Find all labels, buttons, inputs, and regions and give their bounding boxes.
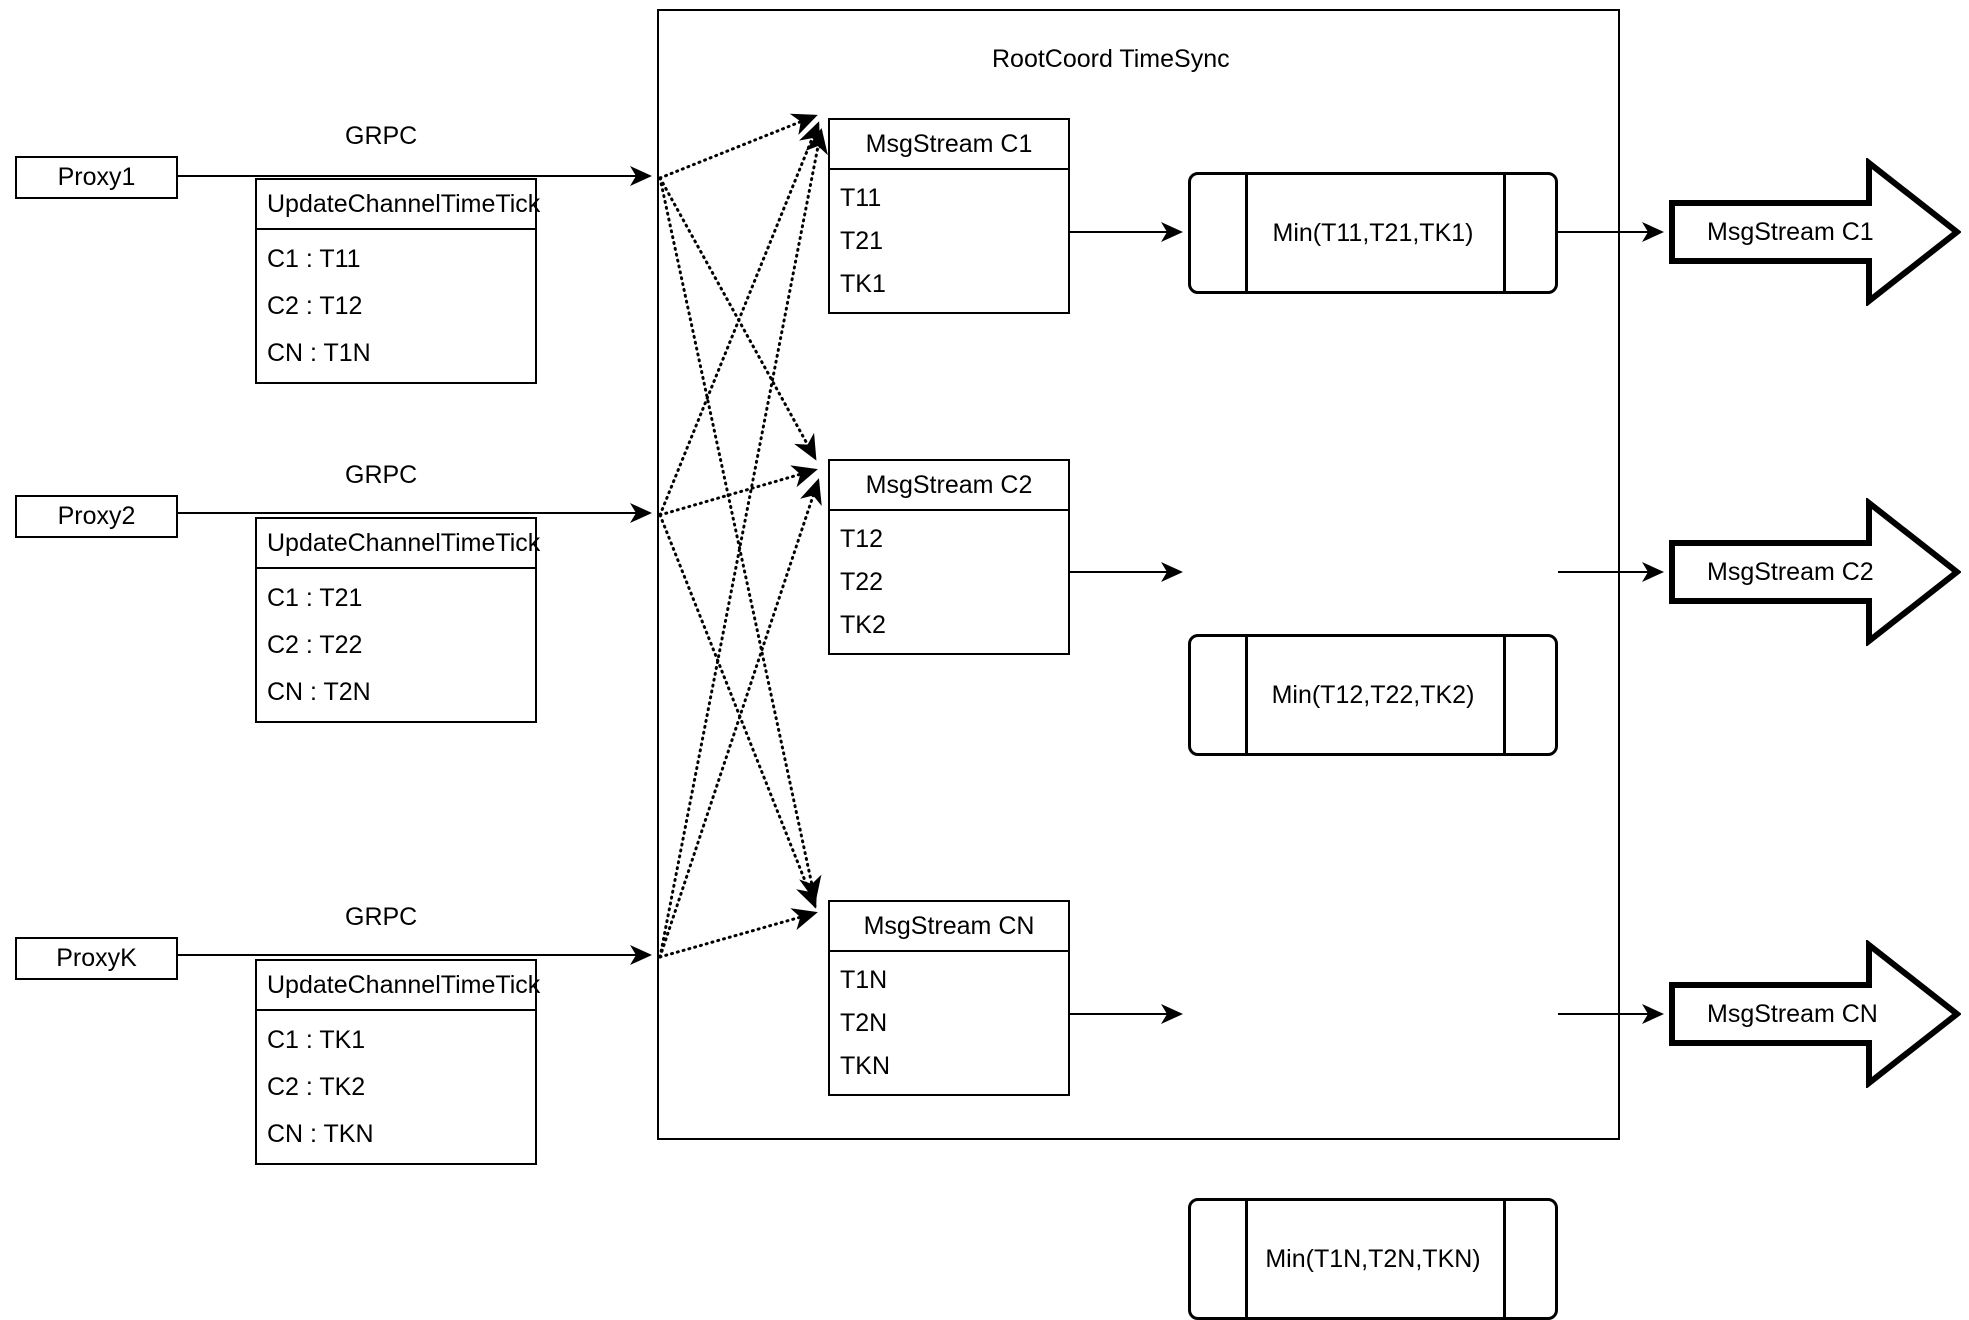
min-process-label: Min(T1N,T2N,TKN): [1265, 1244, 1481, 1273]
request-entry: C1 : T21: [267, 584, 363, 613]
proxy-box-1[interactable]: Proxy1: [15, 156, 178, 199]
grpc-label-3: GRPC: [345, 903, 418, 931]
proxy-label: Proxy1: [57, 163, 136, 191]
request-entry: CN : T2N: [267, 677, 371, 706]
rootcoord-timesync-container: [657, 9, 1620, 1140]
min-process-box-3: Min(T1N,T2N,TKN): [1188, 1198, 1558, 1320]
output-block-arrow-3: MsgStream CN: [1669, 938, 1962, 1090]
process-bar-left: [1245, 637, 1248, 753]
msgstream-entries: T12 T22 TK2: [830, 511, 1068, 653]
msgstream-entry: TK2: [840, 611, 886, 640]
request-title: UpdateChannelTimeTick: [257, 961, 540, 1011]
msgstream-entry: T2N: [840, 1008, 888, 1037]
request-entries: C1 : T11 C2 : T12 CN : T1N: [257, 230, 535, 382]
proxy-label: ProxyK: [56, 944, 137, 972]
grpc-label-1: GRPC: [345, 122, 418, 150]
request-entry: CN : TKN: [267, 1119, 374, 1148]
process-bar-right: [1503, 175, 1506, 291]
proxy-box-3[interactable]: ProxyK: [15, 937, 178, 980]
process-bar-right: [1503, 637, 1506, 753]
process-bar-right: [1503, 1201, 1506, 1317]
msgstream-entry: T22: [840, 567, 884, 596]
msgstream-title: MsgStream C1: [830, 120, 1068, 170]
request-entry: C2 : T22: [267, 630, 363, 659]
min-process-label: Min(T11,T21,TK1): [1272, 218, 1474, 247]
update-channel-timetick-box-2: UpdateChannelTimeTick C1 : T21 C2 : T22 …: [255, 517, 540, 723]
msgstream-entry: TKN: [840, 1052, 890, 1081]
request-entries: C1 : T21 C2 : T22 CN : T2N: [257, 569, 535, 721]
msgstream-entries: T1N T2N TKN: [830, 952, 1068, 1094]
msgstream-title: MsgStream C2: [830, 461, 1068, 511]
process-bar-left: [1245, 175, 1248, 291]
rootcoord-timesync-title: RootCoord TimeSync: [992, 45, 1230, 73]
min-process-box-1: Min(T11,T21,TK1): [1188, 172, 1558, 294]
msgstream-box-1: MsgStream C1 T11 T21 TK1: [828, 118, 1070, 314]
output-label: MsgStream C1: [1707, 218, 1874, 246]
request-title: UpdateChannelTimeTick: [257, 519, 540, 569]
output-block-arrow-2: MsgStream C2: [1669, 496, 1962, 648]
request-entry: C1 : T11: [267, 245, 361, 274]
request-entry: C2 : TK2: [267, 1072, 366, 1101]
request-entry: C2 : T12: [267, 291, 363, 320]
msgstream-title: MsgStream CN: [830, 902, 1068, 952]
update-channel-timetick-box-3: UpdateChannelTimeTick C1 : TK1 C2 : TK2 …: [255, 959, 540, 1165]
output-label: MsgStream CN: [1707, 1000, 1878, 1028]
grpc-label-2: GRPC: [345, 461, 418, 489]
msgstream-entry: T1N: [840, 965, 888, 994]
min-process-label: Min(T12,T22,TK2): [1271, 680, 1475, 709]
msgstream-entry: T21: [840, 226, 884, 255]
min-process-box-2: Min(T12,T22,TK2): [1188, 634, 1558, 756]
proxy-label: Proxy2: [57, 502, 136, 530]
request-entries: C1 : TK1 C2 : TK2 CN : TKN: [257, 1011, 535, 1163]
request-title: UpdateChannelTimeTick: [257, 180, 540, 230]
block-arrow-shape: [1669, 938, 1962, 1090]
request-entry: C1 : TK1: [267, 1026, 366, 1055]
msgstream-box-3: MsgStream CN T1N T2N TKN: [828, 900, 1070, 1096]
output-block-arrow-1: MsgStream C1: [1669, 156, 1962, 308]
msgstream-box-2: MsgStream C2 T12 T22 TK2: [828, 459, 1070, 655]
process-bar-left: [1245, 1201, 1248, 1317]
request-entry: CN : T1N: [267, 338, 371, 367]
output-label: MsgStream C2: [1707, 558, 1874, 586]
msgstream-entries: T11 T21 TK1: [830, 170, 1068, 312]
proxy-box-2[interactable]: Proxy2: [15, 495, 178, 538]
msgstream-entry: TK1: [840, 270, 886, 299]
block-arrow-shape: [1669, 156, 1962, 308]
msgstream-entry: T11: [840, 183, 882, 212]
update-channel-timetick-box-1: UpdateChannelTimeTick C1 : T11 C2 : T12 …: [255, 178, 540, 384]
block-arrow-shape: [1669, 496, 1962, 648]
msgstream-entry: T12: [840, 524, 884, 553]
diagram-canvas: RootCoord TimeSync Proxy1 GRPC UpdateCha…: [15, 9, 1962, 1320]
